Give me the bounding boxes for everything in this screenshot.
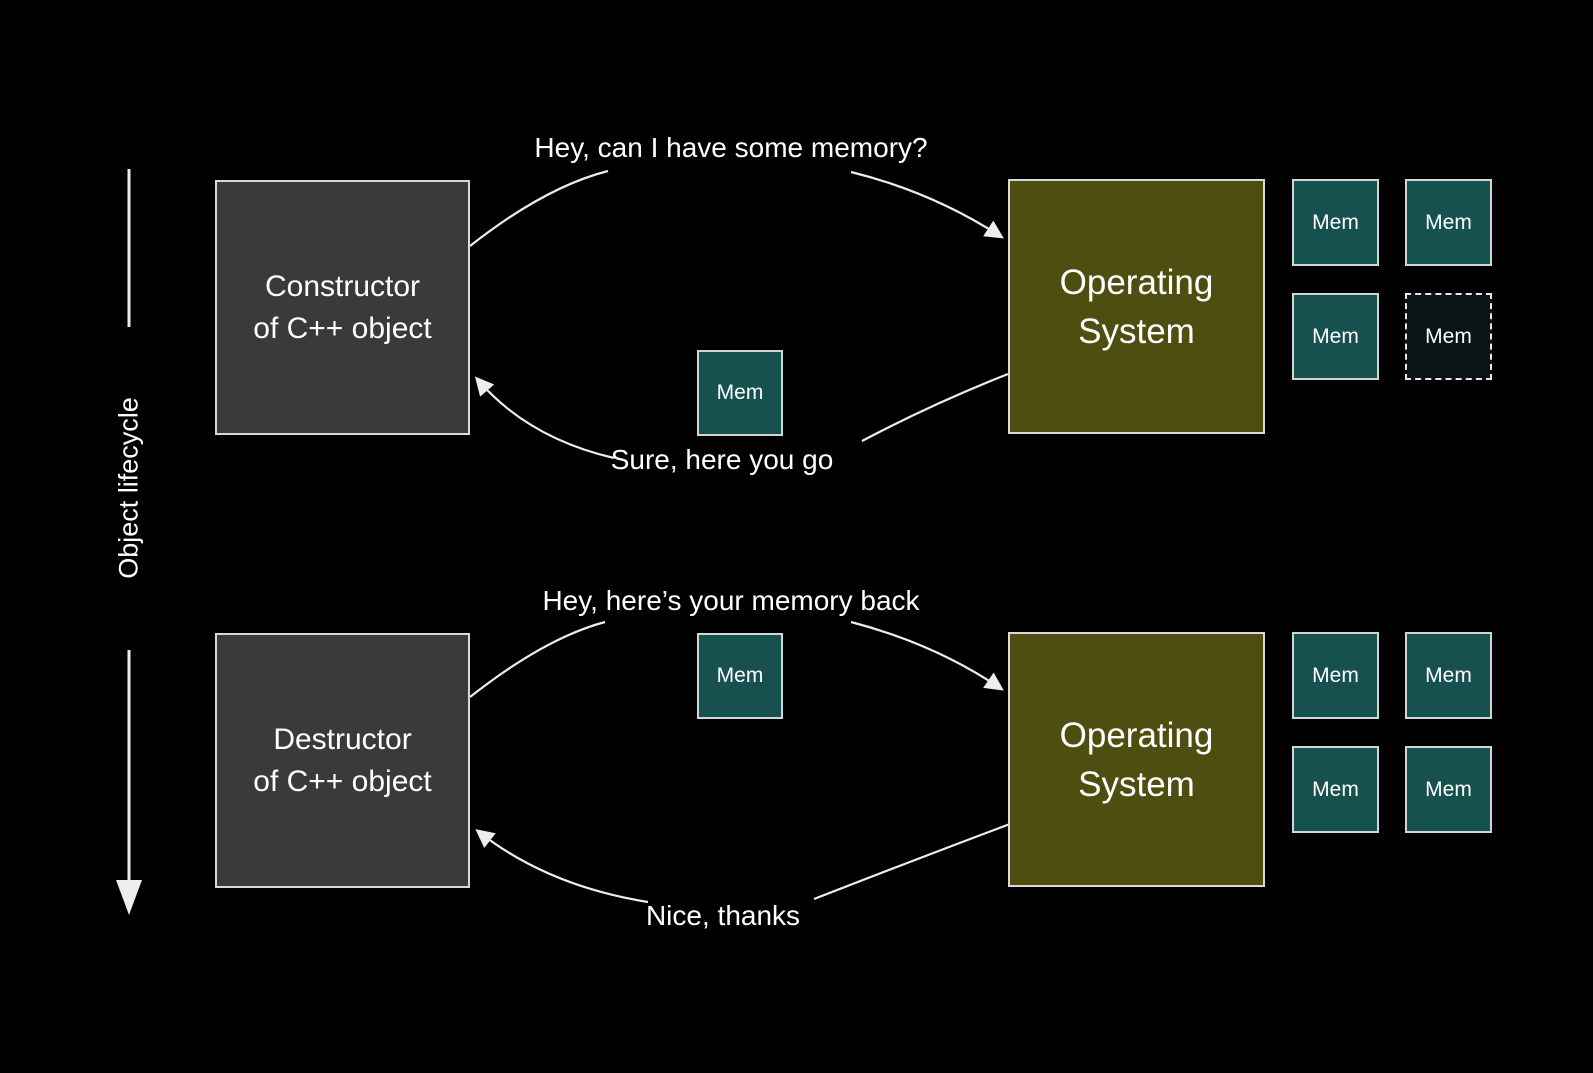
os-mem-cell: Mem — [1292, 179, 1379, 266]
constructor-box-label-line1: Constructor — [264, 270, 421, 304]
mem-cell-label: Mem — [1312, 663, 1359, 687]
os-memory-pool-bottom: Mem Mem Mem Mem — [1292, 632, 1492, 833]
os-box-label-line1: Operating — [1059, 715, 1214, 755]
operating-system-box-bottom: Operating System — [1008, 632, 1265, 887]
os-mem-cell: Mem — [1292, 293, 1379, 380]
object-lifecycle-label: Object lifecycle — [113, 397, 144, 579]
construction-request-arc-right — [850, 170, 1004, 239]
os-box-label-line2: System — [1078, 311, 1195, 351]
construction-request-arc-left — [469, 169, 609, 247]
construction-request-label: Hey, can I have some memory? — [534, 132, 928, 163]
destruction-response-arc-left — [475, 829, 649, 904]
mem-cell-label: Mem — [1312, 777, 1359, 801]
construction-transfer-mem-label: Mem — [716, 381, 764, 404]
destruction-transfer-mem-box: Mem — [697, 633, 783, 719]
construction-response-arc-left — [474, 376, 615, 460]
os-mem-cell: Mem — [1292, 746, 1379, 833]
mem-cell-label: Mem — [1312, 210, 1359, 234]
mem-cell-label: Mem — [1425, 210, 1472, 234]
destruction-response-arc-right — [813, 822, 1011, 901]
construction-transfer-mem-box: Mem — [697, 350, 783, 436]
constructor-box-label-line2: of C++ object — [253, 311, 432, 345]
os-memory-pool-top: Mem Mem Mem Mem — [1292, 179, 1492, 380]
os-mem-cell-lent-out: Mem — [1405, 293, 1492, 380]
destructor-box-label-line2: of C++ object — [253, 764, 432, 798]
os-box-label-line2: System — [1078, 764, 1195, 804]
os-mem-cell: Mem — [1405, 179, 1492, 266]
lifecycle-arrowhead-icon — [116, 880, 142, 915]
destructor-box: Destructor of C++ object — [215, 633, 470, 888]
operating-system-box-top: Operating System — [1008, 179, 1265, 434]
destruction-request-arc-left — [469, 620, 606, 698]
destruction-request-arc-right — [850, 620, 1004, 691]
construction-response-label: Sure, here you go — [610, 444, 834, 475]
mem-cell-label: Mem — [1425, 324, 1472, 348]
destruction-transfer-mem-label: Mem — [716, 664, 764, 687]
destruction-request-label: Hey, here’s your memory back — [542, 585, 920, 616]
destruction-response-label: Nice, thanks — [645, 900, 801, 931]
os-mem-cell: Mem — [1405, 746, 1492, 833]
os-mem-cell: Mem — [1405, 632, 1492, 719]
destructor-box-label-line1: Destructor — [273, 723, 412, 757]
constructor-box: Constructor of C++ object — [215, 180, 470, 435]
mem-cell-label: Mem — [1425, 663, 1472, 687]
construction-response-arc-right — [861, 372, 1009, 442]
mem-cell-label: Mem — [1312, 324, 1359, 348]
os-mem-cell: Mem — [1292, 632, 1379, 719]
os-box-label-line1: Operating — [1059, 262, 1214, 302]
mem-cell-label: Mem — [1425, 777, 1472, 801]
